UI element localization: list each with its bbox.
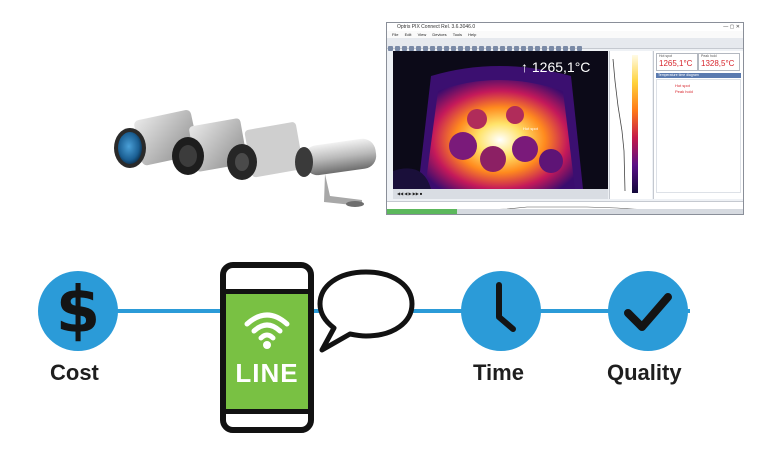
window-controls-icon[interactable]: — ▢ ✕ [723, 24, 740, 30]
color-scale [628, 51, 652, 199]
infrared-cameras-image [114, 109, 377, 207]
line-app-label: LINE [235, 358, 299, 388]
phone-bottom-divider [226, 409, 308, 414]
graph-header: Temperature time diagram [656, 73, 741, 78]
profile-panel [609, 51, 628, 199]
toolbar-icon[interactable] [486, 46, 491, 51]
graph-legend: Hot spot Peak hold [675, 83, 693, 95]
toolbar [387, 38, 743, 51]
hot-spot-box: Hot spot 1265,1°C [656, 53, 698, 71]
software-screenshot: Optris PIX Connect Rel. 3.6.3046.0 — ▢ ✕… [386, 22, 744, 215]
legend-hot-spot: Hot spot [675, 83, 690, 88]
speech-bubble-icon [317, 269, 415, 353]
playback-buttons[interactable]: ◀◀ ◀ ▶ ▶▶ ■ [397, 191, 423, 196]
time-circle [461, 271, 541, 351]
quality-label: Quality [607, 360, 682, 385]
menu-help[interactable]: Help [468, 32, 477, 37]
toolbar-icon[interactable] [535, 46, 540, 51]
toolbar-icon[interactable] [521, 46, 526, 51]
toolbar-icon[interactable] [528, 46, 533, 51]
phone-screen: LINE [226, 294, 308, 409]
status-indicator [387, 209, 457, 214]
toolbar-icon[interactable] [437, 46, 442, 51]
toolbar-icon[interactable] [416, 46, 421, 51]
toolbar-icon[interactable] [451, 46, 456, 51]
profile-line [612, 58, 626, 192]
palette-bar[interactable] [632, 55, 638, 193]
toolbar-icon[interactable] [430, 46, 435, 51]
toolbar-icon[interactable] [423, 46, 428, 51]
menu-edit[interactable]: Edit [404, 32, 412, 37]
legend-peak-hold: Peak hold [675, 89, 693, 94]
hot-spot-value: 1265,1°C [659, 59, 693, 68]
menu-file[interactable]: File [392, 32, 399, 37]
toolbar-icon[interactable] [458, 46, 463, 51]
toolbar-icon[interactable] [493, 46, 498, 51]
hot-spot-caption: Hot spot [659, 54, 673, 58]
peak-hold-value: 1328,5°C [701, 59, 735, 68]
toolbar-icon[interactable] [409, 46, 414, 51]
toolbar-icon[interactable] [472, 46, 477, 51]
toolbar-icon[interactable] [514, 46, 519, 51]
phone: LINE [220, 262, 314, 433]
cost-circle: $ [38, 271, 118, 351]
toolbar-icon[interactable] [556, 46, 561, 51]
measurement-panel: Hot spot 1265,1°C Peak hold 1328,5°C Tem… [653, 51, 743, 199]
status-bar [387, 209, 743, 214]
wifi-icon [244, 312, 290, 349]
phone-top-divider [226, 289, 308, 294]
menu-bar: File Edit View Devices Tools Help [387, 31, 743, 38]
toolbar-icon[interactable] [500, 46, 505, 51]
thermal-image [393, 51, 608, 189]
toolbar-icon[interactable] [388, 46, 393, 51]
thermal-image-view[interactable]: ↑ 1265,1°C Hot spot [393, 51, 608, 189]
playback-controls[interactable]: ◀◀ ◀ ▶ ▶▶ ■ [393, 189, 608, 199]
quality-circle [608, 271, 688, 351]
toolbar-icon[interactable] [570, 46, 575, 51]
cost-label: Cost [50, 360, 99, 385]
toolbar-icon[interactable] [563, 46, 568, 51]
temperature-graph: Hot spot Peak hold [656, 79, 741, 193]
toolbar-icon[interactable] [395, 46, 400, 51]
menu-view[interactable]: View [417, 32, 427, 37]
peak-hold-box: Peak hold 1328,5°C [698, 53, 740, 71]
window-title: Optris PIX Connect Rel. 3.6.3046.0 [397, 24, 476, 30]
toolbar-icon[interactable] [577, 46, 582, 51]
menu-tools[interactable]: Tools [452, 32, 463, 37]
toolbar-icon[interactable] [444, 46, 449, 51]
time-label: Time [473, 360, 524, 385]
dollar-icon: $ [55, 274, 101, 348]
toolbar-icon[interactable] [402, 46, 407, 51]
toolbar-icon[interactable] [465, 46, 470, 51]
temperature-readout: ↑ 1265,1°C [521, 59, 591, 75]
checkmark-icon [624, 293, 672, 331]
toolbar-icon[interactable] [479, 46, 484, 51]
clock-icon [496, 282, 516, 332]
toolbar-icon[interactable] [549, 46, 554, 51]
menu-devices[interactable]: Devices [432, 32, 447, 37]
toolbar-icon[interactable] [542, 46, 547, 51]
window-titlebar: Optris PIX Connect Rel. 3.6.3046.0 — ▢ ✕ [387, 23, 743, 31]
hot-spot-marker: Hot spot [523, 126, 538, 131]
toolbar-icon[interactable] [507, 46, 512, 51]
peak-hold-caption: Peak hold [701, 54, 717, 58]
